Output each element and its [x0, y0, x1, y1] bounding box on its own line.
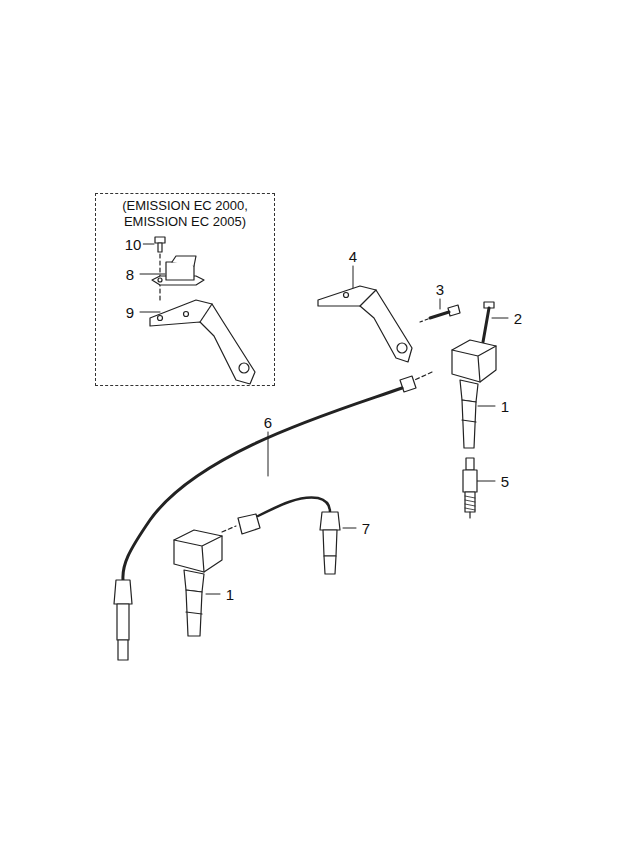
callout-number: 2 — [513, 310, 523, 327]
bolt — [155, 237, 165, 252]
callout-number: 9 — [125, 304, 135, 321]
group-note: (EMISSION EC 2000, EMISSION EC 2005) — [100, 194, 270, 230]
callout-number: 3 — [435, 281, 445, 298]
callout-number: 1 — [225, 586, 235, 603]
bolt — [483, 302, 494, 342]
callout-number: 5 — [500, 473, 510, 490]
ignition-coil — [174, 530, 222, 636]
sensor — [152, 256, 204, 285]
ignition-lead — [222, 497, 340, 574]
callout-number: 1 — [500, 398, 510, 415]
dashed-group-box: (EMISSION EC 2000, EMISSION EC 2005) — [95, 193, 275, 386]
bracket — [150, 300, 255, 384]
callout-number: 10 — [124, 236, 143, 253]
spark-plug — [463, 458, 477, 518]
callout-number: 4 — [348, 248, 358, 265]
ignition-cable — [114, 372, 432, 660]
callout-number: 8 — [125, 266, 135, 283]
leader-lines — [140, 244, 508, 594]
bolt — [420, 305, 460, 322]
bracket — [318, 286, 412, 362]
callout-number: 6 — [263, 414, 273, 431]
callout-number: 7 — [361, 520, 371, 537]
ignition-coil — [452, 340, 496, 448]
